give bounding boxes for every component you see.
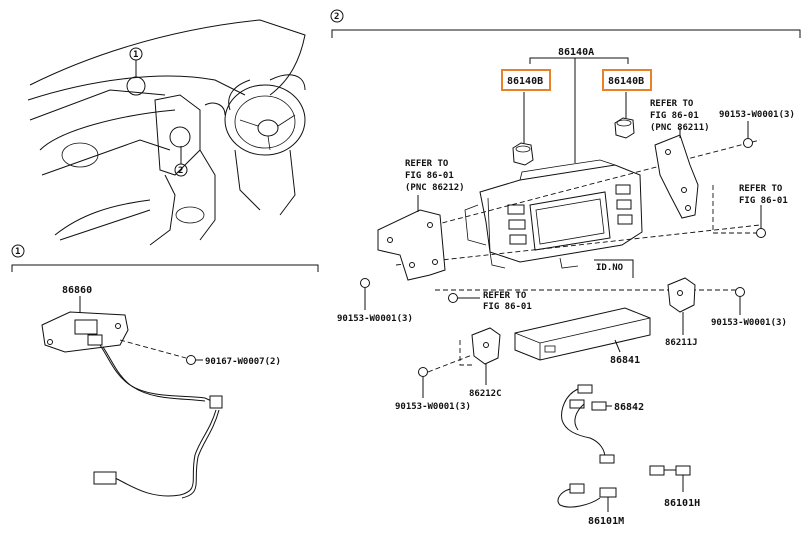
harness-connector-a [577, 384, 593, 394]
left-bracket-group: REFER TO FIG 86-01 (PNC 86212) 90153-W00… [337, 159, 532, 324]
section-2-frame: 2 [330, 9, 801, 38]
cable-end-connector [93, 471, 117, 485]
harness-m-connector-a [569, 483, 585, 494]
dashboard-illustration: 1 2 [27, 19, 306, 246]
module-86841 [514, 307, 651, 361]
refer-left-mid-2: FIG 86-01 [483, 302, 532, 312]
button-left-2 [508, 219, 526, 230]
button-right-2 [616, 199, 632, 210]
refer-left-top-3: (PNC 86212) [405, 183, 465, 193]
screw-right-mid [735, 287, 745, 297]
label-90153-left-mid: 90153-W0001(3) [337, 314, 413, 324]
harness-86101M-group: 86101M [557, 483, 624, 527]
screw-bottom [418, 367, 428, 377]
screw-right-top [743, 138, 753, 148]
label-86140B-right[interactable]: 86140B [608, 76, 644, 87]
label-id-no: ID.NO [596, 263, 624, 273]
bracket-86212C [471, 327, 501, 365]
refer-right-top-3: (PNC 86211) [650, 123, 710, 133]
clip-left-mid [448, 293, 458, 303]
refer-left-top-2: FIG 86-01 [405, 171, 454, 181]
right-bracket [654, 134, 699, 219]
head-unit-group: 86140A 86140B 86140B ID.NO [395, 47, 761, 291]
label-86211J: 86211J [665, 338, 698, 348]
refer-right-mid-2: FIG 86-01 [739, 196, 788, 206]
label-90153-right-top: 90153-W0001(3) [719, 110, 795, 120]
harness-connector-d [599, 454, 615, 464]
label-90153-bottom: 90153-W0001(3) [395, 402, 471, 412]
bracket-86211J-group: 86211J 90153-W0001(3) [665, 277, 787, 348]
refer-left-top-1: REFER TO [405, 159, 449, 169]
left-bracket [377, 209, 446, 281]
label-86140A: 86140A [558, 47, 594, 58]
harness-86101H-group: 86101H [649, 465, 700, 509]
knob-left [512, 142, 534, 166]
harness-86842-group: 86842 [561, 384, 644, 464]
harness-connector-c [591, 401, 607, 411]
refer-left-mid-1: REFER TO [483, 291, 527, 301]
refer-right-mid-1: REFER TO [739, 184, 783, 194]
harness-h-connector-b [675, 465, 691, 476]
module-86841-group: 86841 [514, 307, 651, 366]
callout-1: 1 [15, 247, 20, 257]
refer-right-top-2: FIG 86-01 [650, 111, 699, 121]
clip-right-mid [756, 228, 766, 238]
bracket-86212C-group: 86212C 90153-W0001(3) [395, 327, 502, 412]
harness-h-connector-a [649, 465, 665, 476]
connector [87, 334, 103, 346]
button-right-3 [617, 214, 633, 225]
harness-m-connector-b [599, 487, 617, 498]
usb-port [74, 319, 98, 335]
dash-callout-1: 1 [133, 50, 138, 60]
label-86101H: 86101H [664, 498, 700, 509]
highlight-box-86140B-right [602, 69, 652, 91]
refer-right-top-1: REFER TO [650, 99, 694, 109]
section-1-frame: 1 [11, 244, 319, 272]
label-90153-right-mid: 90153-W0001(3) [711, 318, 787, 328]
label-90167: 90167-W0007(2) [205, 357, 281, 367]
part-86860-group: 86860 90167-W0007(2) [41, 285, 281, 499]
dash-callout-2: 2 [178, 166, 183, 176]
knob-right [614, 117, 635, 139]
label-86842: 86842 [614, 402, 644, 413]
right-bracket-group: REFER TO FIG 86-01 (PNC 86211) 90153-W00… [650, 99, 795, 238]
button-left-3 [509, 234, 527, 245]
screw-left-mid [360, 278, 370, 288]
cable-connector [209, 395, 223, 409]
highlight-box-86140B-left [501, 69, 551, 91]
label-86841: 86841 [610, 355, 640, 366]
label-86140B-left[interactable]: 86140B [507, 76, 543, 87]
button-right-1 [615, 184, 631, 195]
label-86101M: 86101M [588, 516, 624, 527]
harness-connector-b [569, 399, 585, 409]
label-86212C: 86212C [469, 389, 502, 399]
label-86860: 86860 [62, 285, 92, 296]
button-left-1 [507, 204, 525, 215]
callout-2: 2 [334, 12, 339, 22]
